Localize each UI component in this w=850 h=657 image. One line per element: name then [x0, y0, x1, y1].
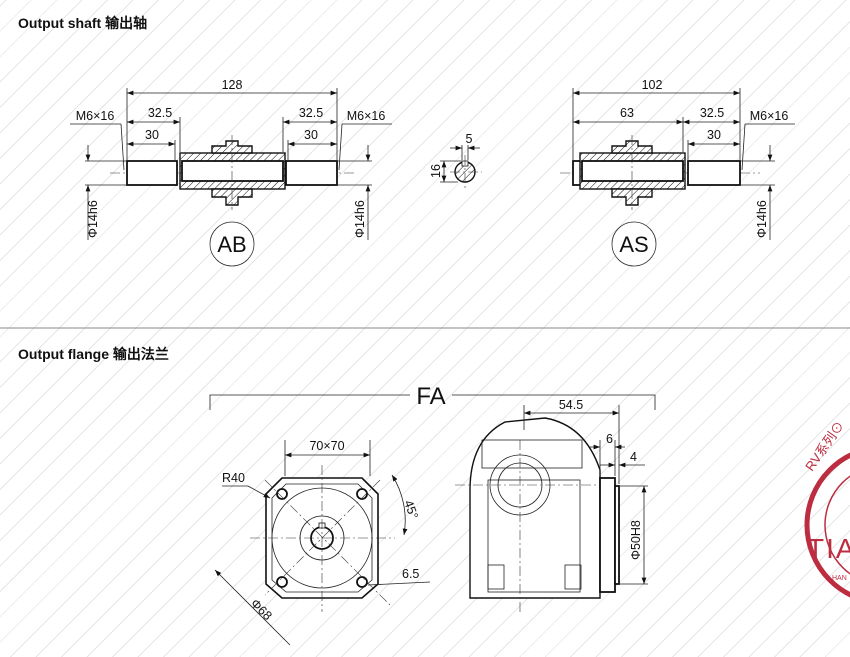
- shaft-ab-label: AB: [217, 232, 246, 257]
- dia-right-label: Φ14h6: [353, 200, 367, 238]
- as-dia-label: Φ14h6: [755, 200, 769, 238]
- output-flange-title: Output flange 输出法兰: [18, 346, 169, 362]
- dim-left-outer: 32.5: [148, 106, 172, 120]
- dim-left-inner: 30: [145, 128, 159, 142]
- dim-102: 102: [642, 78, 663, 92]
- dim-thickness: 6: [606, 432, 613, 446]
- thread-right-label: M6×16: [347, 109, 386, 123]
- dim-length: 54.5: [559, 398, 583, 412]
- shaft-as-label: AS: [619, 232, 648, 257]
- keyway-width: 5: [466, 132, 473, 146]
- pcd-label: Φ68: [248, 596, 275, 623]
- dim-as-right-inner: 30: [707, 128, 721, 142]
- radius-label: R40: [222, 471, 245, 485]
- spigot-dia-label: Φ50H8: [629, 520, 643, 560]
- keyway-height: 16: [429, 164, 443, 178]
- svg-text:HAN: HAN: [832, 575, 847, 582]
- company-stamp: RV系列⊙ TIA HAN: [802, 419, 850, 598]
- dim-spigot: 4: [630, 450, 637, 464]
- flange-fa-label: FA: [416, 383, 445, 410]
- hole-label: 6.5: [402, 567, 419, 581]
- output-shaft-title: Output shaft 输出轴: [18, 15, 148, 31]
- dia-left-label: Φ14h6: [86, 200, 100, 238]
- keyway-section: 5 16: [429, 132, 482, 188]
- dim-128: 128: [222, 78, 243, 92]
- dim-right-inner: 30: [304, 128, 318, 142]
- as-thread-label: M6×16: [750, 109, 789, 123]
- shaft-ab-drawing: 128 32.5 30 32.5 30 M6×16 M6×16 Φ14h6 Φ1…: [70, 78, 392, 267]
- dim-as-right-outer: 32.5: [700, 106, 724, 120]
- flange-fa-drawing: FA 70×70 R40 45° Φ68 6.5: [209, 383, 656, 646]
- thread-left-label: M6×16: [76, 109, 115, 123]
- dim-square: 70×70: [309, 439, 344, 453]
- angle-label: 45°: [401, 498, 421, 521]
- dim-63: 63: [620, 106, 634, 120]
- svg-text:RV系列⊙: RV系列⊙: [802, 419, 847, 474]
- shaft-as-drawing: 102 63 32.5 30 M6×16 Φ14h6 AS: [560, 78, 795, 267]
- svg-text:TIA: TIA: [807, 533, 850, 564]
- dim-right-outer: 32.5: [299, 106, 323, 120]
